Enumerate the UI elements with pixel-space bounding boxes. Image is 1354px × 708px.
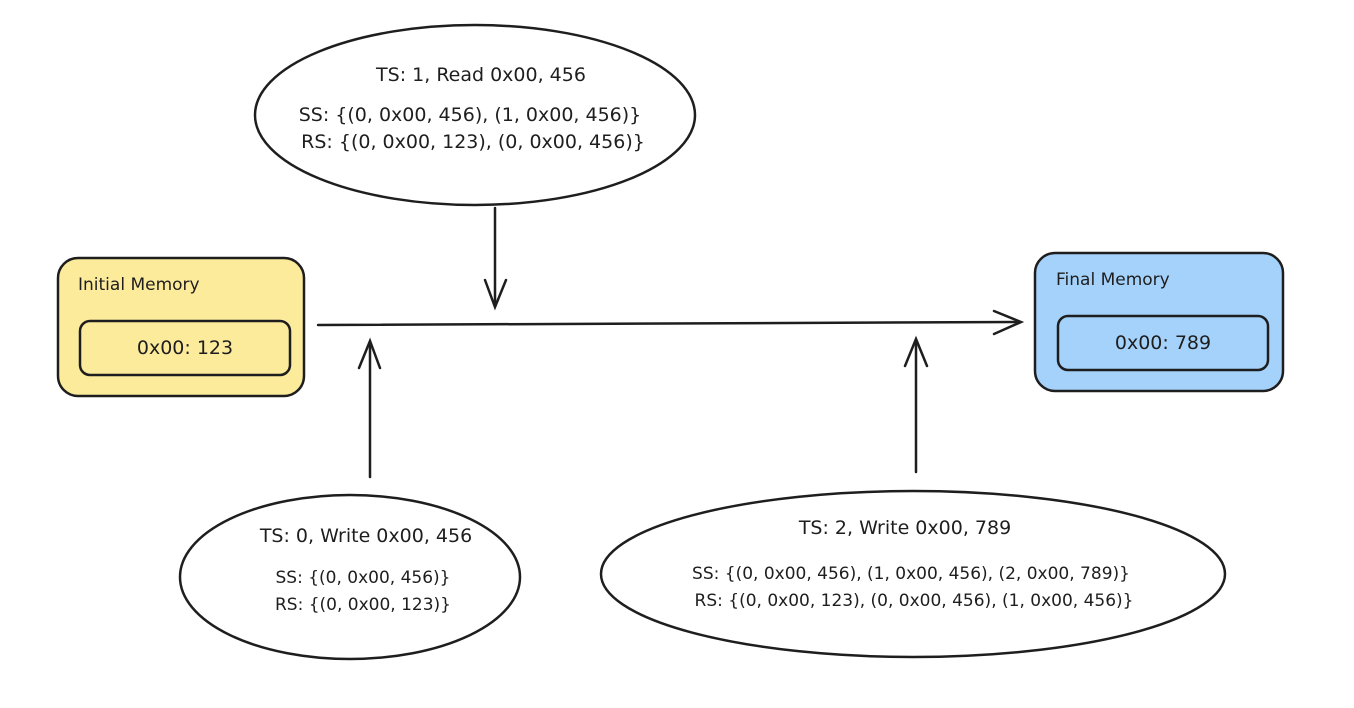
write2-event-rs: RS: {(0, 0x00, 123), (0, 0x00, 456), (1,…	[694, 591, 1134, 611]
read-event-rs: RS: {(0, 0x00, 123), (0, 0x00, 456)}	[301, 131, 645, 153]
initial-memory-value-box	[78, 319, 292, 377]
write2-arrow-up	[903, 335, 929, 474]
initial-memory-title: Initial Memory	[78, 275, 200, 295]
final-memory-title: Final Memory	[1056, 270, 1170, 290]
write0-event-ss: SS: {(0, 0x00, 456)}	[275, 568, 451, 588]
read-event-ellipse[interactable]	[253, 23, 697, 207]
read-event-header: TS: 1, Read 0x00, 456	[376, 64, 586, 86]
read-event-ss: SS: {(0, 0x00, 456), (1, 0x00, 456)}	[298, 104, 642, 126]
write0-event-rs: RS: {(0, 0x00, 123)}	[274, 595, 452, 615]
write0-event-header: TS: 0, Write 0x00, 456	[259, 525, 473, 547]
write2-event-ellipse[interactable]	[599, 489, 1227, 659]
write0-arrow-up	[357, 337, 382, 479]
write2-event-ss: SS: {(0, 0x00, 456), (1, 0x00, 456), (2,…	[692, 564, 1130, 584]
final-memory-value-box	[1056, 314, 1270, 372]
final-memory-value: 0x00: 789	[1114, 332, 1212, 354]
timeline-arrow	[316, 309, 1025, 336]
read-arrow-down	[483, 206, 508, 311]
initial-memory-node[interactable]	[56, 256, 306, 398]
write2-event-header: TS: 2, Write 0x00, 789	[798, 517, 1012, 539]
final-memory-node[interactable]	[1033, 251, 1285, 393]
initial-memory-value: 0x00: 123	[136, 337, 234, 359]
write0-event-ellipse[interactable]	[178, 493, 522, 661]
